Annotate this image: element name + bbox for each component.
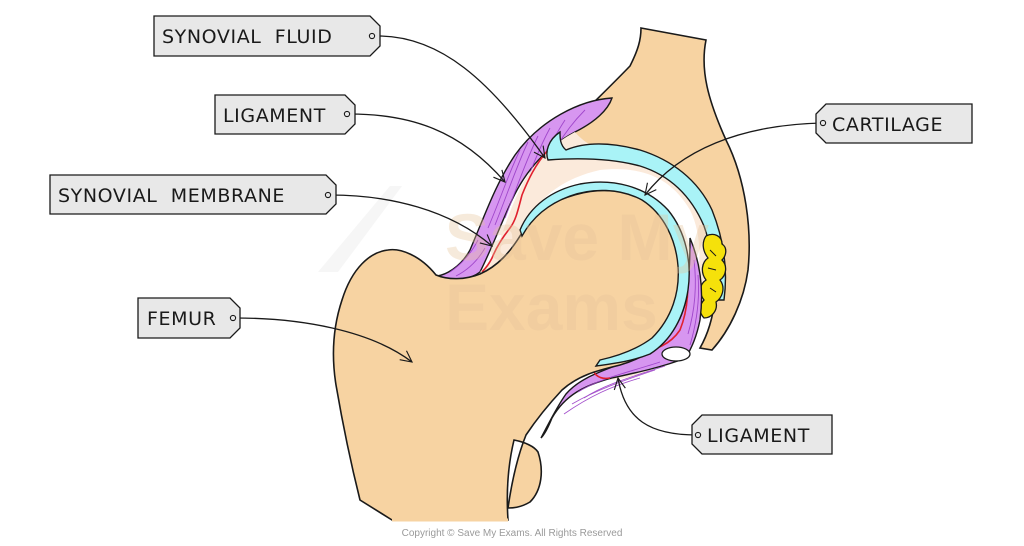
- fat-pad: [699, 233, 727, 319]
- bursa: [661, 346, 691, 362]
- leader-ligament-top: [349, 113, 506, 183]
- label-hole-icon: [229, 314, 237, 322]
- label-ligament-top: LIGAMENT: [214, 94, 356, 135]
- synovial-fluid-region: [480, 132, 711, 380]
- leader-synovial-fluid: [377, 35, 546, 160]
- label-femur: FEMUR: [137, 297, 241, 339]
- leader-cartilage: [644, 122, 823, 196]
- label-text: LIGAMENT: [223, 105, 326, 127]
- synovial-membrane-line-upper: [481, 149, 549, 273]
- label-text: SYNOVIAL FLUID: [162, 26, 332, 48]
- label-hole-icon: [694, 431, 702, 439]
- cartilage-femoral-head: [519, 181, 690, 367]
- label-cartilage: CARTILAGE: [815, 103, 973, 144]
- watermark-line2: Exams: [445, 270, 658, 344]
- watermark-line1: Save My: [445, 200, 709, 274]
- label-synovial-membrane: SYNOVIAL MEMBRANE: [49, 174, 337, 215]
- copyright-notice: Copyright © Save My Exams. All Rights Re…: [401, 528, 623, 539]
- label-synovial-fluid: SYNOVIAL FLUID: [153, 15, 381, 57]
- label-text: SYNOVIAL MEMBRANE: [58, 185, 285, 207]
- leader-synovial-membrane: [329, 194, 493, 247]
- leader-ligament-bottom: [613, 376, 698, 436]
- label-ligament-bottom: LIGAMENT: [691, 414, 833, 455]
- label-hole-icon: [819, 119, 827, 127]
- label-text: FEMUR: [147, 308, 216, 330]
- leader-lines: [234, 35, 823, 436]
- label-hole-icon: [343, 110, 351, 118]
- label-text: LIGAMENT: [707, 425, 810, 447]
- label-hole-icon: [324, 191, 332, 199]
- label-hole-icon: [368, 32, 376, 40]
- label-text: CARTILAGE: [832, 114, 943, 136]
- leader-femur: [234, 317, 413, 363]
